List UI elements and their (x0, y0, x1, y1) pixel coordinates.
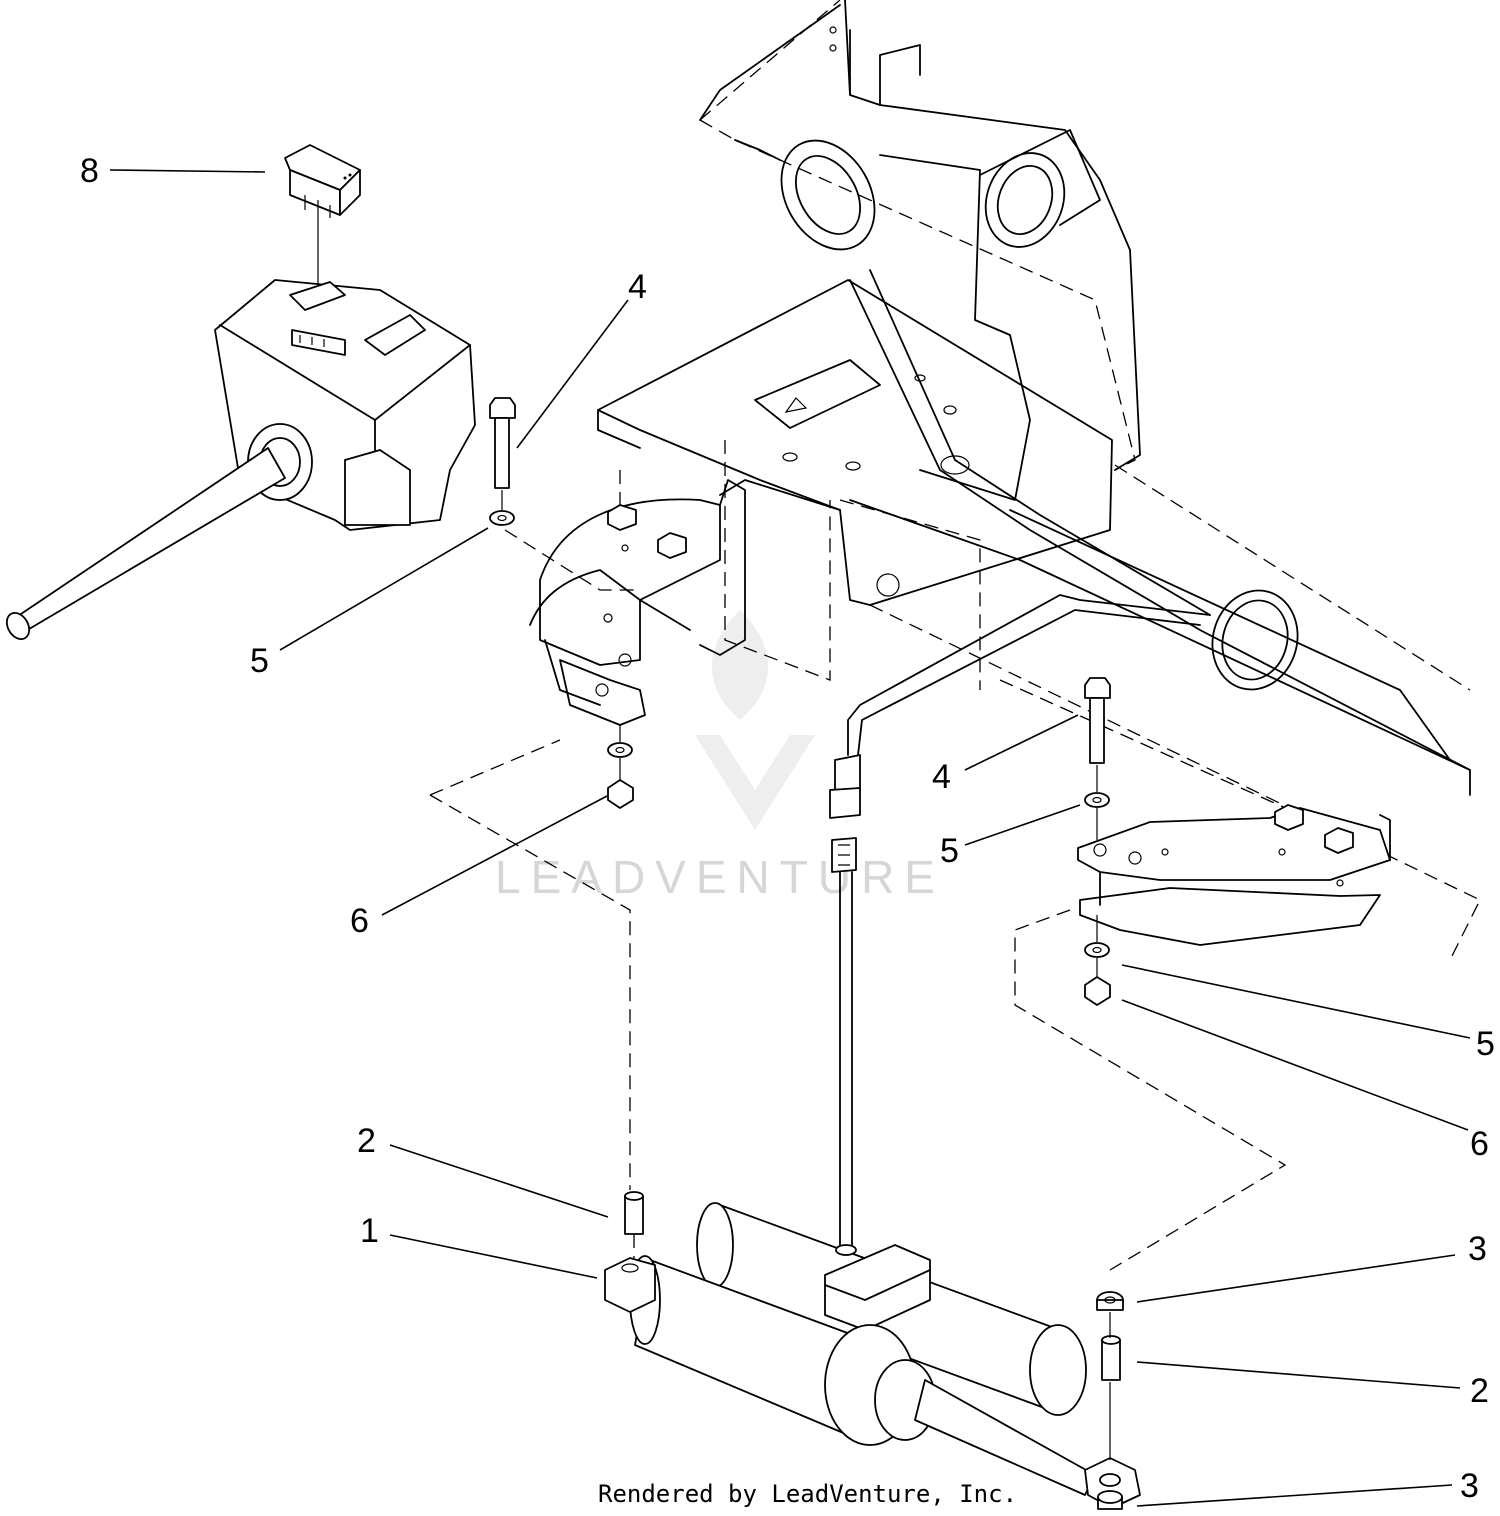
linear-actuator (604, 1202, 1141, 1509)
right-nut (1084, 976, 1111, 1006)
mower-frame (597, 0, 1481, 961)
right-lower-washer (1084, 942, 1110, 958)
left-upper-washer (489, 510, 515, 526)
wire-harness (829, 594, 1211, 1246)
left-lower-washer (607, 742, 633, 758)
callout-3-lower: 3 (1460, 1467, 1479, 1505)
right-upper-bushing (1096, 1291, 1124, 1311)
render-credit: Rendered by LeadVenture, Inc. (598, 1480, 1017, 1508)
right-spacer (1101, 1335, 1121, 1381)
right-bolt (1084, 677, 1111, 764)
callout-6-far-right: 6 (1470, 1125, 1489, 1163)
left-mount-bracket (529, 479, 746, 726)
control-housing (5, 279, 476, 641)
bracket-bolt-head (607, 504, 687, 559)
callout-1: 1 (360, 1212, 379, 1250)
left-bolt (489, 397, 516, 489)
watermark-logo (695, 610, 815, 830)
leader-lines (109, 169, 1471, 1507)
right-upper-washer (1084, 792, 1110, 808)
right-mount-bracket (1077, 804, 1391, 946)
callout-3-upper: 3 (1468, 1230, 1487, 1268)
left-nut (607, 779, 634, 809)
callout-6-left: 6 (350, 902, 369, 940)
callout-5-left: 5 (250, 642, 269, 680)
callout-2-right: 2 (1470, 1372, 1489, 1410)
callout-4-left: 4 (628, 268, 647, 306)
callout-5-right: 5 (940, 832, 959, 870)
callout-5-far-right: 5 (1476, 1025, 1495, 1063)
callout-2-left: 2 (357, 1122, 376, 1160)
callout-8: 8 (80, 152, 99, 190)
right-lower-bushing (1097, 1490, 1123, 1510)
watermark-text: LEADVENTURE (495, 851, 945, 903)
callout-4-right: 4 (932, 758, 951, 796)
left-spacer (624, 1191, 644, 1235)
rocker-switch (284, 144, 361, 218)
